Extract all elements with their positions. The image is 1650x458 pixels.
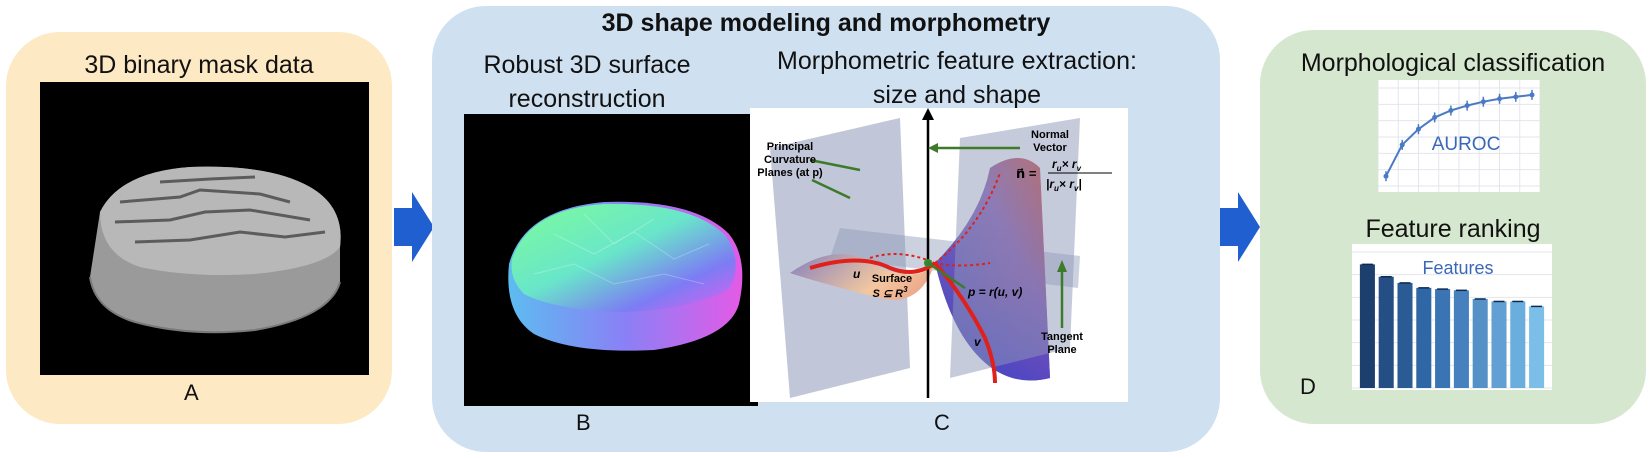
feature-bar [1472, 298, 1488, 388]
panel-c-title-line1: Morphometric feature extraction: [777, 47, 1137, 75]
panel-a: 3D binary mask data A [6, 32, 392, 424]
feature-ranking-title: Feature ranking [1365, 215, 1541, 243]
reconstructed-surface-render [508, 201, 743, 351]
binary-mask-render [89, 166, 341, 334]
auroc-point [1448, 108, 1454, 114]
auroc-point [1383, 173, 1389, 179]
panel-bc-title: 3D shape modeling and morphometry [601, 9, 1051, 37]
auroc-point [1415, 126, 1421, 132]
svg-text:S ⊆ R3: S ⊆ R3 [872, 285, 908, 300]
u-curve [809, 258, 937, 274]
panel-shape-modeling: 3D shape modeling and morphometry Robust… [432, 6, 1220, 452]
arrow-right-icon [394, 192, 434, 262]
tangent-label-line1: Tangent [1041, 331, 1083, 343]
panel-d-title: Morphological classification [1300, 49, 1606, 77]
svg-text:ru× rv: ru× rv [1052, 157, 1082, 173]
v-curve [933, 261, 997, 384]
v-label: v [974, 335, 982, 349]
auroc-point [1464, 103, 1470, 109]
tangent-label-line2: Plane [1047, 344, 1076, 356]
panel-d-letter: D [1300, 374, 1316, 399]
curvature-diagram-svg: Principal Curvature Planes (at p) Normal… [757, 108, 1112, 398]
svg-text:|ru× rv|: |ru× rv| [1046, 177, 1082, 193]
feature-bar [1435, 289, 1451, 388]
surface-label-line2: S ⊆ R [872, 288, 903, 300]
arrow-right-icon [1220, 192, 1260, 262]
panel-b-letter: B [576, 410, 591, 435]
feature-bar [1510, 301, 1526, 388]
feature-bar [1378, 276, 1394, 388]
auroc-series-line [1385, 93, 1533, 177]
point-label: p = r(u, v) [967, 285, 1022, 299]
panel-d: Morphological classification AUROC Featu… [1260, 30, 1646, 424]
auroc-point [1399, 142, 1405, 148]
curvature-diagram: Principal Curvature Planes (at p) Normal… [750, 108, 1128, 402]
auroc-point [1497, 96, 1503, 102]
auroc-point [1529, 92, 1535, 98]
auroc-label: AUROC [1432, 134, 1501, 155]
feature-bar [1416, 287, 1432, 388]
panel-b-title-line1: Robust 3D surface [483, 51, 691, 79]
auroc-point [1432, 114, 1438, 120]
auroc-point [1513, 94, 1519, 100]
features-label: Features [1422, 258, 1493, 278]
feature-bar-chart: Features [1352, 251, 1552, 389]
auroc-chart: AUROC [1378, 80, 1540, 192]
surface-reconstruction-image [464, 114, 758, 406]
panel-c-title-line2: size and shape [872, 81, 1042, 109]
panel-c-letter: C [934, 410, 950, 435]
feature-bar [1397, 282, 1413, 388]
normal-label-line2: Vector [1033, 142, 1067, 154]
feature-bar [1491, 301, 1507, 388]
feature-bar [1359, 264, 1375, 388]
principal-label-line3: Planes (at p) [757, 167, 823, 179]
normal-label-line1: Normal [1031, 129, 1069, 141]
feature-ranking-chart: Features [1352, 244, 1552, 390]
auroc-point [1480, 99, 1486, 105]
feature-bar [1453, 290, 1469, 388]
principal-label-line2: Curvature [764, 154, 816, 166]
surface-label-line1: Surface [872, 273, 912, 285]
normal-formula-lhs: n⃗ = [1016, 166, 1037, 181]
panel-a-title: 3D binary mask data [84, 51, 314, 79]
panel-b-title-line2: reconstruction [508, 85, 666, 113]
arrow-up-icon [922, 108, 934, 120]
u-label: u [853, 267, 861, 281]
auroc-line-chart: AUROC [1378, 80, 1540, 192]
feature-bar [1529, 306, 1545, 388]
principal-label-line1: Principal [767, 141, 813, 153]
principal-plane-2 [950, 118, 1080, 378]
binary-mask-image [40, 82, 369, 375]
panel-a-letter: A [184, 380, 199, 405]
